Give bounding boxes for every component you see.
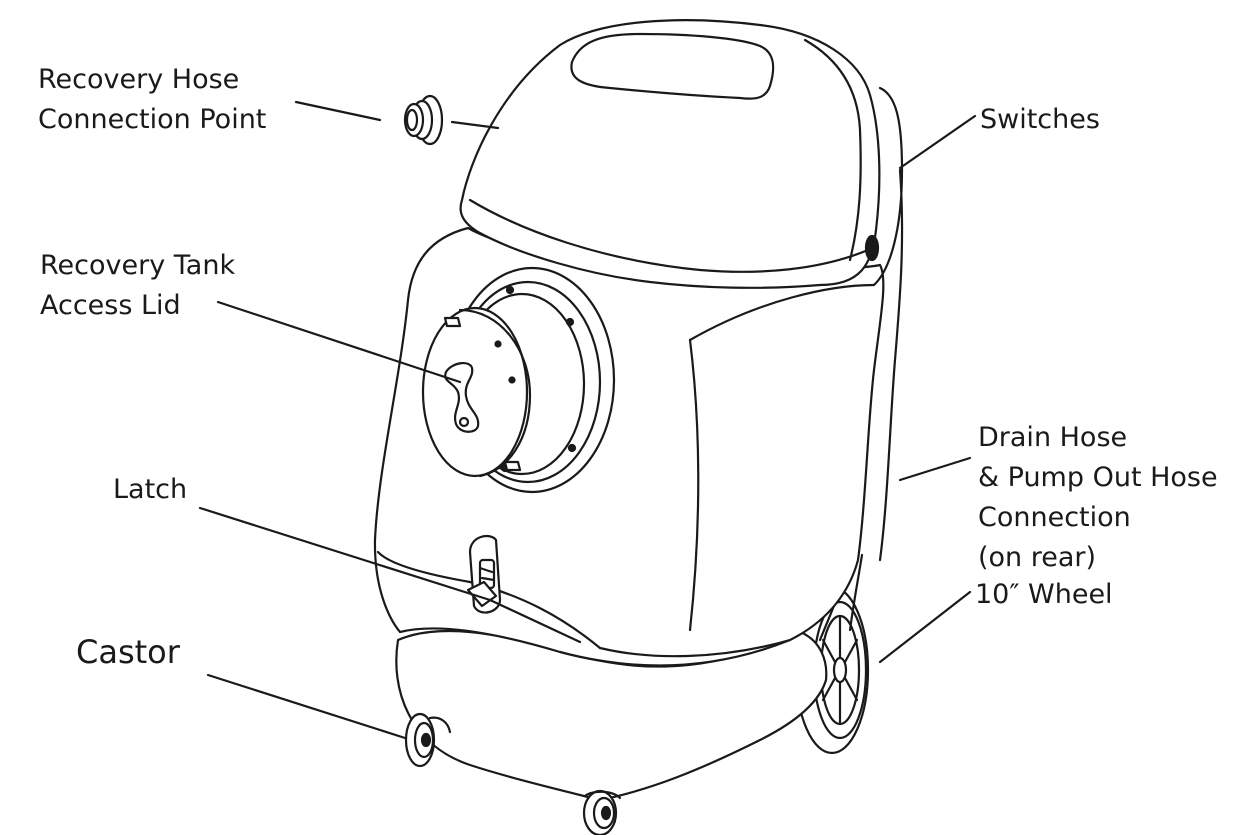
- tank-seam-right: [598, 638, 792, 658]
- label-tank-lid: Recovery Tank Access Lid: [40, 246, 235, 326]
- leader-hose-to-machine: [450, 120, 500, 130]
- leader-latch-end: [488, 598, 582, 644]
- latch: [466, 534, 502, 614]
- label-recovery-hose: Recovery Hose Connection Point: [38, 60, 266, 140]
- handle-recess: [570, 32, 775, 100]
- leader-switches: [898, 114, 977, 170]
- hood-side-edge: [803, 38, 862, 262]
- hood-front-edge: [468, 198, 870, 273]
- rear-castor: [582, 789, 622, 835]
- label-drain-line3: Connection: [978, 502, 1131, 533]
- label-castor: Castor: [76, 633, 180, 671]
- tank-side-edge: [688, 338, 700, 632]
- label-drain-hose: Drain Hose & Pump Out Hose Connection (o…: [978, 418, 1218, 578]
- access-lid: [421, 266, 616, 494]
- leader-recovery-hose: [294, 100, 382, 122]
- label-switches: Switches: [980, 104, 1100, 135]
- label-tank-lid-line2: Access Lid: [40, 290, 181, 321]
- leader-tank-lid: [216, 300, 462, 384]
- label-drain-line1: Drain Hose: [978, 422, 1128, 453]
- label-recovery-hose-line2: Connection Point: [38, 104, 267, 135]
- front-castor: [404, 712, 452, 768]
- switch-knob: [864, 234, 880, 262]
- rear-side-panel: [872, 86, 904, 562]
- label-tank-lid-line1: Recovery Tank: [40, 250, 236, 281]
- leader-latch: [198, 506, 492, 602]
- label-latch: Latch: [113, 474, 188, 505]
- label-wheel: 10″ Wheel: [975, 579, 1113, 610]
- hose-connector: [403, 94, 444, 146]
- label-drain-line4: (on rear): [978, 542, 1097, 573]
- label-drain-line2: & Pump Out Hose: [978, 462, 1218, 493]
- tank-top-edge: [688, 283, 876, 342]
- leader-drain: [898, 456, 972, 482]
- leader-wheel: [878, 590, 972, 664]
- leader-lines: [198, 100, 977, 740]
- leader-castor: [206, 673, 407, 740]
- label-recovery-hose-line1: Recovery Hose: [38, 64, 240, 95]
- top-hood: [459, 19, 881, 289]
